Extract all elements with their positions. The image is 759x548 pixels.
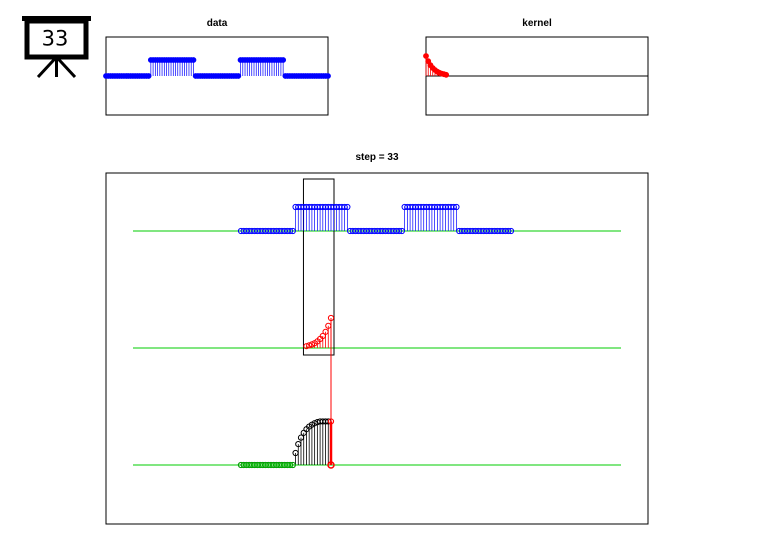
step-data-point-marker: [505, 227, 512, 235]
step-stem-plot: [133, 178, 621, 469]
kernel-point-marker: [423, 53, 429, 59]
data-point-marker: [145, 73, 152, 79]
step-data-point-marker: [507, 227, 515, 235]
step-data-point-marker: [344, 203, 351, 211]
kernel-chart-title: kernel: [522, 18, 552, 29]
step-chart-frame: [105, 172, 649, 525]
data-point-marker: [190, 57, 197, 63]
step-data-point-marker: [286, 227, 294, 235]
data-point-marker: [235, 73, 242, 79]
result-zero-marker: [287, 461, 294, 468]
step-badge-number: 33: [42, 27, 69, 51]
step-data-point-marker: [396, 227, 403, 235]
kernel-point-marker: [443, 71, 450, 78]
step-data-point-marker: [453, 203, 460, 211]
projector-board-icon: 33: [22, 16, 91, 79]
step-chart-title: step = 33: [355, 152, 399, 163]
kernel-stem-plot: [423, 53, 450, 78]
kernel-window: [302, 178, 335, 356]
data-chart-title: data: [207, 18, 228, 29]
data-stem-plot: [103, 57, 331, 79]
data-point-marker: [280, 57, 287, 63]
data-point-marker: [325, 73, 331, 79]
result-zero-marker: [289, 461, 296, 468]
